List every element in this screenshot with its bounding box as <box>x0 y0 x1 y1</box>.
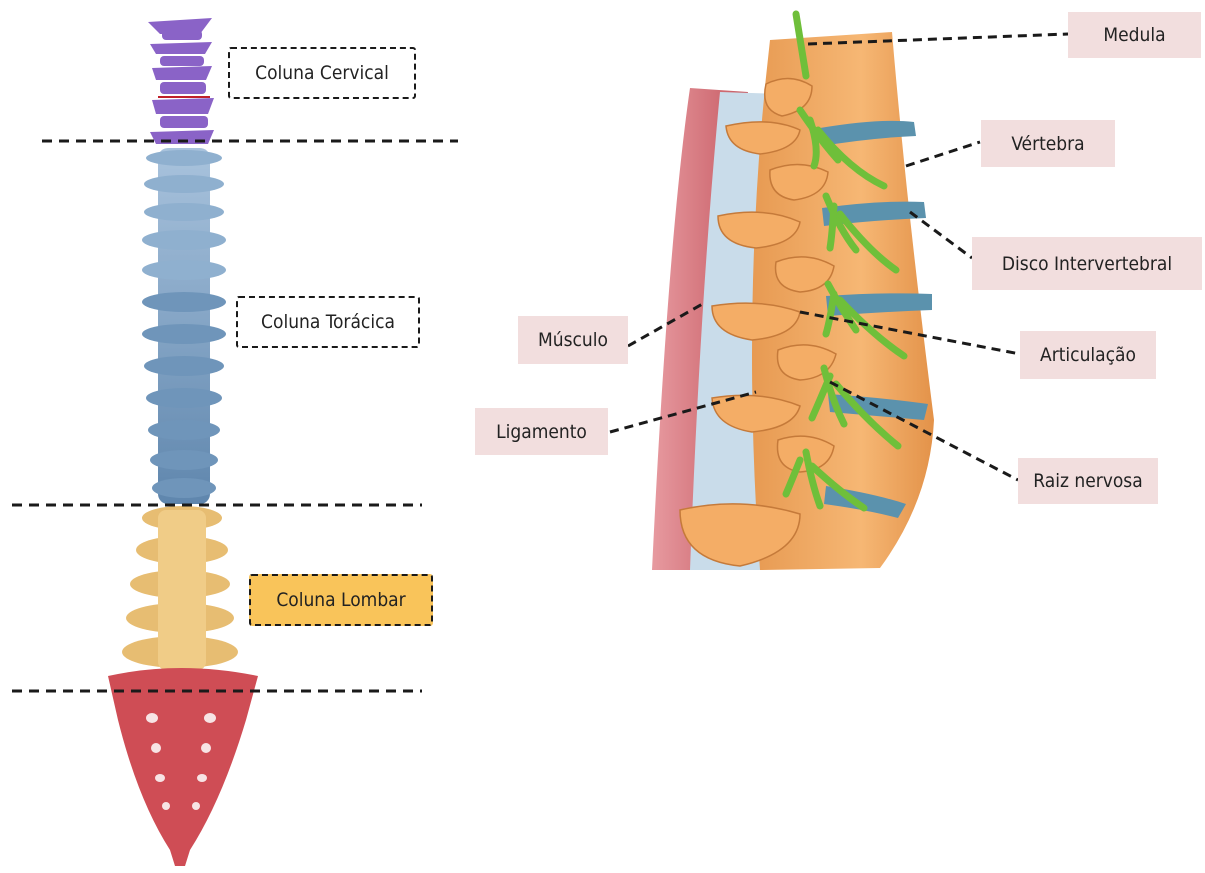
label-coluna-toracica-text: Coluna Torácica <box>261 311 395 333</box>
label-coluna-cervical: Coluna Cervical <box>228 47 416 99</box>
lumbar-detail-illustration <box>652 14 934 570</box>
label-ligamento: Ligamento <box>475 408 608 455</box>
label-articulacao: Articulação <box>1020 331 1156 379</box>
label-disco-intervertebral: Disco Intervertebral <box>972 237 1202 290</box>
label-medula: Medula <box>1068 12 1201 58</box>
label-vertebra-text: Vértebra <box>1011 133 1084 155</box>
label-musculo: Músculo <box>518 316 628 364</box>
label-coluna-cervical-text: Coluna Cervical <box>255 62 389 84</box>
label-articulacao-text: Articulação <box>1040 344 1136 366</box>
sacrum <box>108 668 258 866</box>
label-musculo-text: Músculo <box>538 329 608 351</box>
label-vertebra: Vértebra <box>981 120 1115 167</box>
label-ligamento-text: Ligamento <box>496 421 587 443</box>
label-raiz-nervosa: Raiz nervosa <box>1018 458 1158 504</box>
label-disco-intervertebral-text: Disco Intervertebral <box>1002 253 1172 275</box>
lumbar-vertebrae <box>122 506 238 670</box>
label-coluna-toracica: Coluna Torácica <box>236 296 420 348</box>
label-coluna-lombar: Coluna Lombar <box>249 574 433 626</box>
label-coluna-lombar-text: Coluna Lombar <box>276 589 405 611</box>
label-raiz-nervosa-text: Raiz nervosa <box>1033 470 1142 492</box>
label-medula-text: Medula <box>1103 24 1165 46</box>
thoracic-vertebrae <box>142 148 226 504</box>
spine-column <box>108 18 258 866</box>
cervical-vertebrae <box>148 18 214 144</box>
